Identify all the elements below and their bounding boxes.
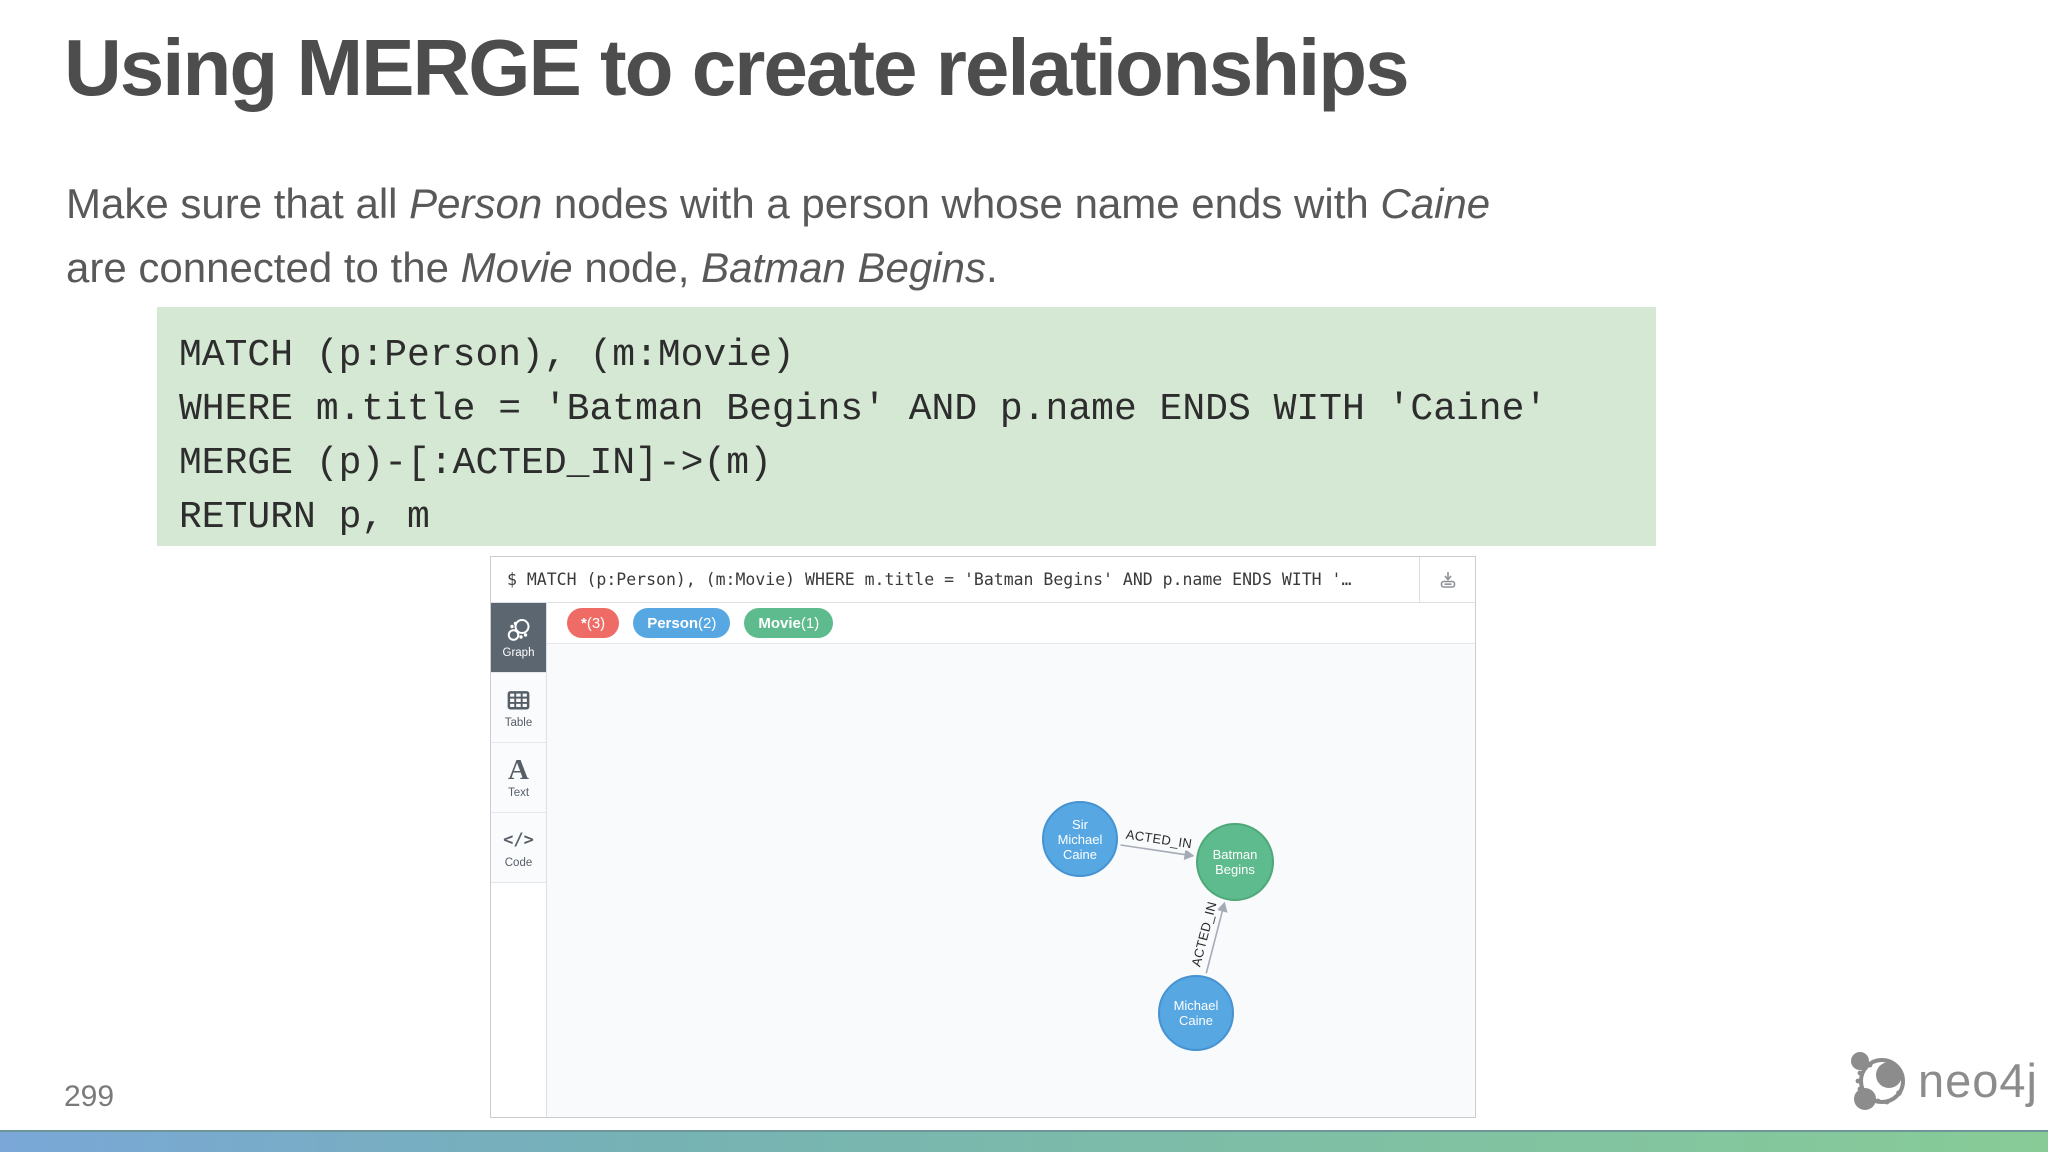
tab-label: Code: [504, 857, 533, 869]
filter-pill-all[interactable]: *(3): [567, 608, 620, 638]
graph-icon: [505, 616, 532, 644]
description-text: .: [985, 244, 998, 291]
page-number: 299: [64, 1080, 115, 1113]
text-icon: A: [508, 754, 529, 786]
node-caption-line: Batman: [1212, 847, 1258, 862]
node-caption-line: Caine: [1063, 846, 1097, 862]
node-caption-line: Michael: [1057, 831, 1103, 847]
relationship-edge: [1205, 910, 1224, 974]
tab-graph[interactable]: Graph: [491, 603, 546, 673]
tab-label: Table: [504, 717, 533, 729]
node-caption-line: Sir: [1072, 816, 1088, 832]
tab-label: Text: [507, 787, 530, 799]
neo4j-browser-screenshot: $ MATCH (p:Person), (m:Movie) WHERE m.ti…: [490, 556, 1476, 1118]
description-text: node,: [572, 244, 702, 291]
description-text: Caine: [1380, 180, 1491, 227]
relationship-edge: [1120, 844, 1186, 856]
description-text: are connected to the: [66, 244, 461, 291]
description-text: Movie: [460, 244, 573, 291]
filter-pill-movie[interactable]: Movie(1): [744, 608, 834, 638]
page-title: Using MERGE to create relationships: [64, 23, 1410, 112]
node-caption-line: Begins: [1215, 862, 1255, 877]
description-text: nodes with a person whose name ends with: [542, 180, 1381, 227]
download-icon: [1440, 571, 1455, 588]
tab-table[interactable]: Table: [491, 673, 546, 743]
description-text: Person: [409, 180, 543, 227]
download-button[interactable]: [1419, 557, 1475, 602]
description: Make sure that all Person nodes with a p…: [66, 172, 1490, 300]
node-caption-line: Michael: [1173, 998, 1219, 1013]
neo4j-logo-text: neo4j: [1918, 1053, 2038, 1107]
description-text: Batman Begins: [701, 244, 986, 291]
node-caption-line: Caine: [1179, 1013, 1213, 1028]
neo4j-logo: neo4j: [1848, 1048, 2038, 1112]
tab-code[interactable]: </> Code: [491, 813, 546, 883]
neo4j-logo-icon: [1851, 1052, 1905, 1110]
arrowhead-icon: [1216, 901, 1228, 913]
description-text: Make sure that all: [66, 180, 410, 227]
query-text: $ MATCH (p:Person), (m:Movie) WHERE m.ti…: [507, 570, 1352, 589]
result-filter-pills: *(3) Person(2) Movie(1): [547, 603, 1475, 644]
table-icon: [506, 686, 531, 714]
query-editor-bar[interactable]: $ MATCH (p:Person), (m:Movie) WHERE m.ti…: [491, 557, 1475, 603]
arrowhead-icon: [1183, 849, 1195, 860]
code-icon: </>: [503, 830, 534, 850]
bottom-accent-bar: [0, 1130, 2048, 1152]
tab-label: Graph: [502, 647, 535, 659]
cypher-code-block: MATCH (p:Person), (m:Movie) WHERE m.titl…: [157, 307, 1656, 546]
filter-pill-person[interactable]: Person(2): [633, 608, 731, 638]
